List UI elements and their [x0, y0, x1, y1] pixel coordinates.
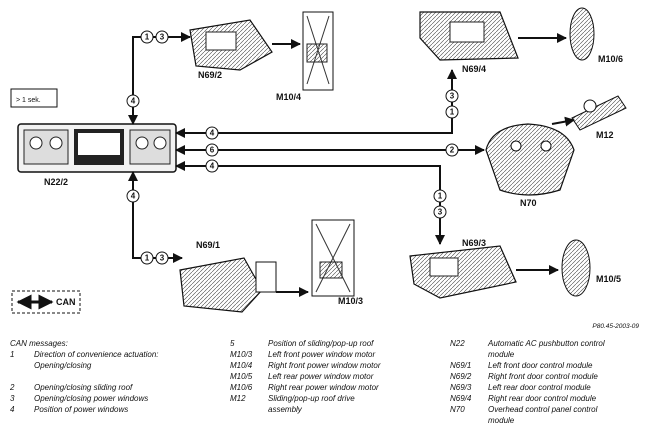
legend-text: Automatic AC pushbutton control	[488, 339, 605, 348]
bubble-4: 4	[210, 162, 215, 171]
legend-text: assembly	[268, 405, 302, 414]
legend-col-3: N22 Automatic AC pushbutton control modul…	[450, 338, 642, 426]
n70-overhead-panel	[485, 123, 575, 196]
bubble-1: 1	[450, 108, 455, 117]
legend-key: M10/3	[230, 350, 253, 359]
legend-text: module	[488, 416, 515, 425]
legend-text: Right rear door control module	[488, 394, 597, 403]
legend-key: N69/4	[450, 394, 472, 403]
legend-text	[34, 371, 220, 382]
label-m10-4: M10/4	[276, 92, 301, 102]
legend-key: N69/2	[450, 372, 472, 381]
label-n22-2: N22/2	[44, 177, 68, 187]
can-key: CAN	[11, 290, 81, 314]
n22-2-module	[17, 123, 177, 173]
legend-key: M10/4	[230, 361, 253, 370]
legend-text: Right front power window motor	[268, 361, 381, 370]
legend-col-1: CAN messages: 1 Direction of convenience …	[10, 338, 220, 415]
m10-6-motor	[569, 7, 595, 61]
bubbles	[126, 30, 459, 265]
legend-key: N22	[450, 339, 465, 348]
legend-key: N69/3	[450, 383, 472, 392]
legend-key: N69/1	[450, 361, 472, 370]
legend-text: Position of power windows	[34, 405, 129, 414]
legend-text: Sliding/pop-up roof drive	[268, 394, 355, 403]
label-n69-2: N69/2	[198, 70, 222, 80]
bubble-4: 4	[131, 192, 136, 201]
legend-key: M10/5	[230, 372, 253, 381]
line-n70-m12	[551, 116, 575, 127]
legend-text: Position of sliding/pop-up roof	[268, 339, 374, 348]
line-bus-4-bottom	[175, 161, 445, 245]
legend-text: Right front door control module	[488, 372, 598, 381]
legend-text: module	[488, 350, 515, 359]
bubble-3: 3	[450, 92, 455, 101]
bubble-3: 3	[160, 254, 165, 263]
legend-key: 1	[10, 350, 15, 359]
legend-key: 3	[10, 394, 15, 403]
m10-3-motor	[311, 219, 355, 297]
label-m12: M12	[596, 130, 614, 140]
legend-text: Right rear power window motor	[268, 383, 379, 392]
bubble-6: 6	[210, 146, 215, 155]
line-n22-n69-1	[128, 171, 183, 263]
label-m10-3: M10/3	[338, 296, 363, 306]
bubble-4: 4	[131, 97, 136, 106]
legend-text: Opening/closing power windows	[34, 394, 149, 403]
legend-text: Left rear door control module	[488, 383, 591, 392]
legend-text: Left front power window motor	[268, 350, 376, 359]
legend-key	[10, 371, 34, 382]
can-label: CAN	[56, 297, 76, 307]
legend-text: Left front door control module	[488, 361, 593, 370]
bubble-labels: 1 3 4 4 1 3 3 1 4 6 4 2 1 3	[131, 33, 455, 263]
legend-key: 2	[10, 383, 15, 392]
bubble-1: 1	[145, 33, 150, 42]
figure-code: P80.45-2003-09	[592, 323, 639, 330]
bubble-1: 1	[145, 254, 150, 263]
legend-text: Direction of convenience actuation:	[34, 350, 159, 359]
label-m10-6: M10/6	[598, 54, 623, 64]
label-n69-4: N69/4	[462, 64, 486, 74]
legend-text: Opening/closing	[34, 361, 92, 370]
duration-label: > 1 sek.	[16, 97, 41, 104]
n69-1-module	[179, 257, 277, 313]
m10-4-motor	[302, 11, 334, 91]
legend-key: M12	[230, 394, 246, 403]
label-n69-3: N69/3	[462, 238, 486, 248]
bubble-3: 3	[438, 208, 443, 217]
m12-roof-drive	[571, 95, 627, 131]
line-n22-n69-2	[128, 32, 191, 125]
label-m10-5: M10/5	[596, 274, 621, 284]
legend-text: Opening/closing sliding roof	[34, 383, 133, 392]
legend-key: N70	[450, 405, 465, 414]
label-n70: N70	[520, 198, 537, 208]
legend-key	[450, 349, 488, 360]
m10-5-motor	[561, 239, 591, 297]
duration-box	[10, 88, 58, 108]
legend-key	[10, 360, 34, 371]
bubble-4: 4	[210, 129, 215, 138]
legend-key	[450, 415, 488, 426]
legend-title: CAN messages:	[10, 339, 68, 348]
n69-2-module	[189, 19, 273, 71]
legend-key	[230, 404, 268, 415]
bubble-3: 3	[160, 33, 165, 42]
legend-text: Overhead control panel control	[488, 405, 598, 414]
label-n69-1: N69/1	[196, 240, 220, 250]
legend-text: Left rear power window motor	[268, 372, 374, 381]
n69-4-module	[419, 11, 519, 61]
legend-key: 4	[10, 405, 15, 414]
n69-3-module	[409, 245, 517, 299]
legend-key: 5	[230, 339, 235, 348]
bubble-1: 1	[438, 192, 443, 201]
legend-key: M10/6	[230, 383, 253, 392]
bubble-2: 2	[450, 146, 455, 155]
